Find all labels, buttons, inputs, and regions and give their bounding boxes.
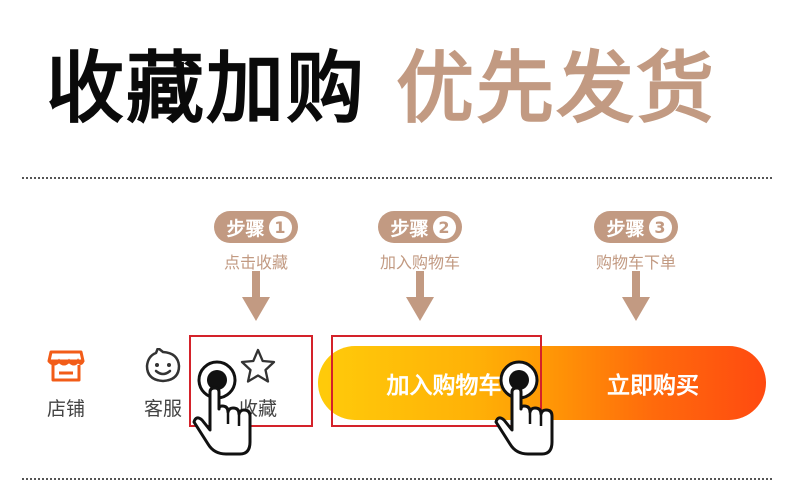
step-1-label: 步骤 <box>226 217 265 240</box>
buy-now-button[interactable]: 立即购买 <box>546 346 760 420</box>
divider-top <box>22 177 772 179</box>
purchase-bar <box>318 346 766 420</box>
step-2: 步骤 2 加入购物车 <box>350 211 490 273</box>
buy-now-label: 立即购买 <box>607 373 699 399</box>
hand-pointer-icon <box>494 360 554 456</box>
headline-accent: 优先发货 <box>396 44 717 134</box>
step-3-desc: 购物车下单 <box>595 253 676 272</box>
shop-button[interactable]: 店铺 <box>31 348 101 421</box>
add-to-cart-highlight-box <box>331 335 542 427</box>
down-arrow-icon <box>242 271 270 321</box>
add-to-cart-label: 加入购物车 <box>386 373 502 399</box>
headline: 收藏加购 优先发货 <box>46 32 716 134</box>
down-arrow-icon <box>622 271 650 321</box>
step-3: 步骤 3 购物车下单 <box>566 211 706 273</box>
step-1-badge: 步骤 1 <box>214 211 298 243</box>
step-2-label: 步骤 <box>390 217 429 240</box>
shop-label: 店铺 <box>46 398 85 420</box>
step-3-badge: 步骤 3 <box>594 211 678 243</box>
headline-black: 收藏加购 <box>46 44 367 134</box>
step-3-number: 3 <box>648 215 672 239</box>
step-3-label: 步骤 <box>606 217 645 240</box>
step-2-desc: 加入购物车 <box>379 253 460 272</box>
customer-service-label: 客服 <box>143 398 182 420</box>
customer-service-button[interactable]: 客服 <box>128 346 198 421</box>
smiley-chat-icon <box>145 346 181 383</box>
step-2-number: 2 <box>432 215 456 239</box>
step-1-desc: 点击收藏 <box>223 253 288 272</box>
step-1: 步骤 1 点击收藏 <box>186 211 326 273</box>
step-1-number: 1 <box>268 215 292 239</box>
star-icon <box>240 348 276 383</box>
shop-icon <box>47 350 85 382</box>
down-arrow-icon <box>406 271 434 321</box>
step-2-badge: 步骤 2 <box>378 211 462 243</box>
divider-bottom <box>22 478 772 480</box>
add-to-cart-button[interactable]: 加入购物车 <box>334 346 554 420</box>
hand-pointer-icon <box>192 360 252 456</box>
